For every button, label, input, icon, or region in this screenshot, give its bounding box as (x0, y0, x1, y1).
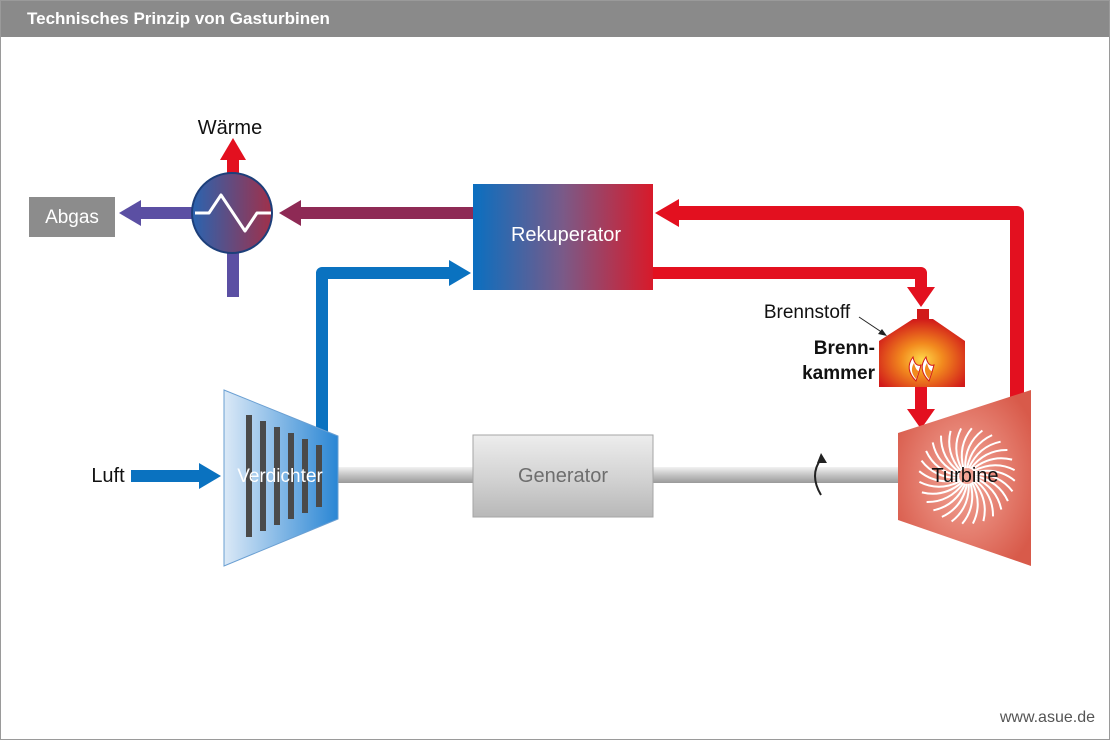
waermetauscher (191, 172, 273, 254)
turbine-blade (966, 434, 993, 469)
abgas-arrow (119, 200, 193, 226)
rekuperator-to-waermetauscher-pipe (279, 200, 473, 226)
turbine-blade (920, 459, 960, 479)
hot-return-pipe (655, 199, 1024, 399)
abgas-box (29, 197, 115, 237)
turbine-blade (972, 480, 986, 522)
turbine-blade (967, 440, 1001, 469)
rotation-arrow-icon (814, 453, 827, 496)
turbine-blade (972, 464, 1016, 472)
turbine-blade (973, 469, 1016, 482)
brennkammer-label-line2: kammer (802, 363, 875, 384)
abgas-label: Abgas (45, 207, 99, 228)
inlet-pipe-bottom (227, 251, 239, 297)
turbine-blade (941, 483, 968, 518)
turbine-blade (973, 478, 995, 517)
brennstoff-pointer (858, 316, 887, 336)
page-title: Technisches Prinzip von Gasturbinen (27, 9, 330, 28)
turbine-blade (925, 450, 960, 477)
turbine-blade (939, 435, 961, 474)
turbine-blade (950, 483, 970, 523)
turbine-blade (974, 475, 1009, 502)
turbine-blade (933, 483, 967, 512)
generator-label: Generator (518, 465, 608, 487)
verdichter-label: Verdichter (237, 466, 323, 487)
turbine-blade (964, 429, 984, 469)
turbine-blade (961, 482, 974, 525)
turbine-blades (918, 427, 1016, 525)
turbine-blade (969, 448, 1008, 470)
turbine-blade (921, 481, 963, 495)
turbine-blade (974, 476, 1003, 510)
brennstoff-label: Brennstoff (764, 302, 851, 323)
turbine-blade (955, 427, 963, 471)
turbine-blade (948, 430, 962, 472)
header-bar: Technisches Prinzip von Gasturbinen (1, 1, 1109, 37)
waerme-label: Wärme (198, 117, 262, 139)
turbine-blade (918, 470, 961, 483)
verdichter (223, 389, 339, 567)
footer-url: www.asue.de (999, 709, 1095, 726)
turbine-blade (931, 442, 960, 476)
turbine-label: Turbine (931, 465, 998, 487)
turbine-blade (926, 482, 965, 504)
rekuperator-label: Rekuperator (511, 224, 621, 246)
luft-arrow (131, 463, 221, 489)
turbine-blade (974, 473, 1014, 493)
rekuperator-to-brennkammer-pipe (653, 267, 935, 307)
brennkammer-label-line1: Brenn- (814, 338, 875, 359)
turbine-blade (960, 427, 973, 470)
turbine-blade (918, 480, 962, 488)
brennkammer-to-turbine-pipe (907, 385, 935, 429)
turbine-blade (971, 481, 979, 525)
luft-label: Luft (91, 465, 125, 487)
verdichter-to-rekuperator-pipe (316, 260, 471, 441)
turbine (898, 390, 1031, 566)
generator (472, 434, 654, 518)
turbine-blade (971, 457, 1013, 471)
rekuperator (473, 184, 653, 290)
brennkammer (879, 309, 965, 387)
